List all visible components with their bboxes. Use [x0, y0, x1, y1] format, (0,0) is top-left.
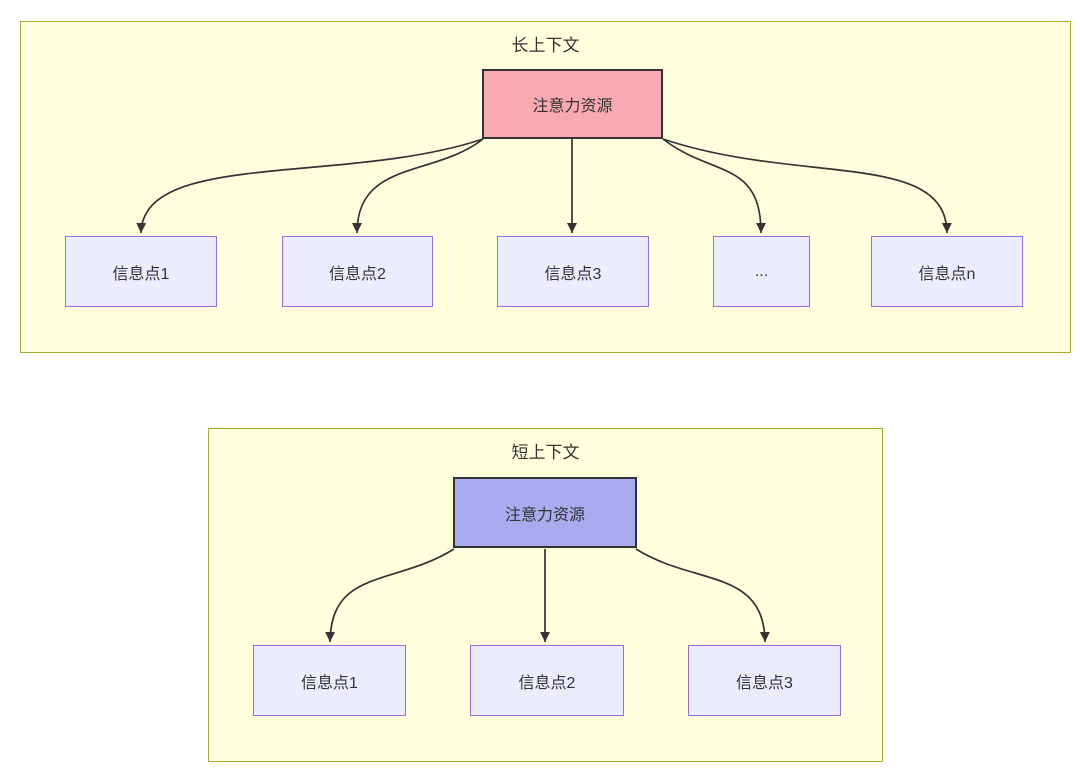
short-context-title: 短上下文 [511, 443, 580, 462]
short-info-node-2: 信息点2 [470, 645, 624, 716]
long-info-node-ellipsis: ... [713, 236, 810, 307]
long-context-title: 长上下文 [511, 36, 580, 55]
long-info-node-2: 信息点2 [282, 236, 433, 307]
short-attention-node: 注意力资源 [453, 477, 637, 548]
short-info-node-1: 信息点1 [253, 645, 406, 716]
short-info-node-3: 信息点3 [688, 645, 841, 716]
long-info-node-3: 信息点3 [497, 236, 649, 307]
long-attention-node: 注意力资源 [482, 69, 663, 139]
long-info-node-1: 信息点1 [65, 236, 217, 307]
long-info-node-n: 信息点n [871, 236, 1023, 307]
